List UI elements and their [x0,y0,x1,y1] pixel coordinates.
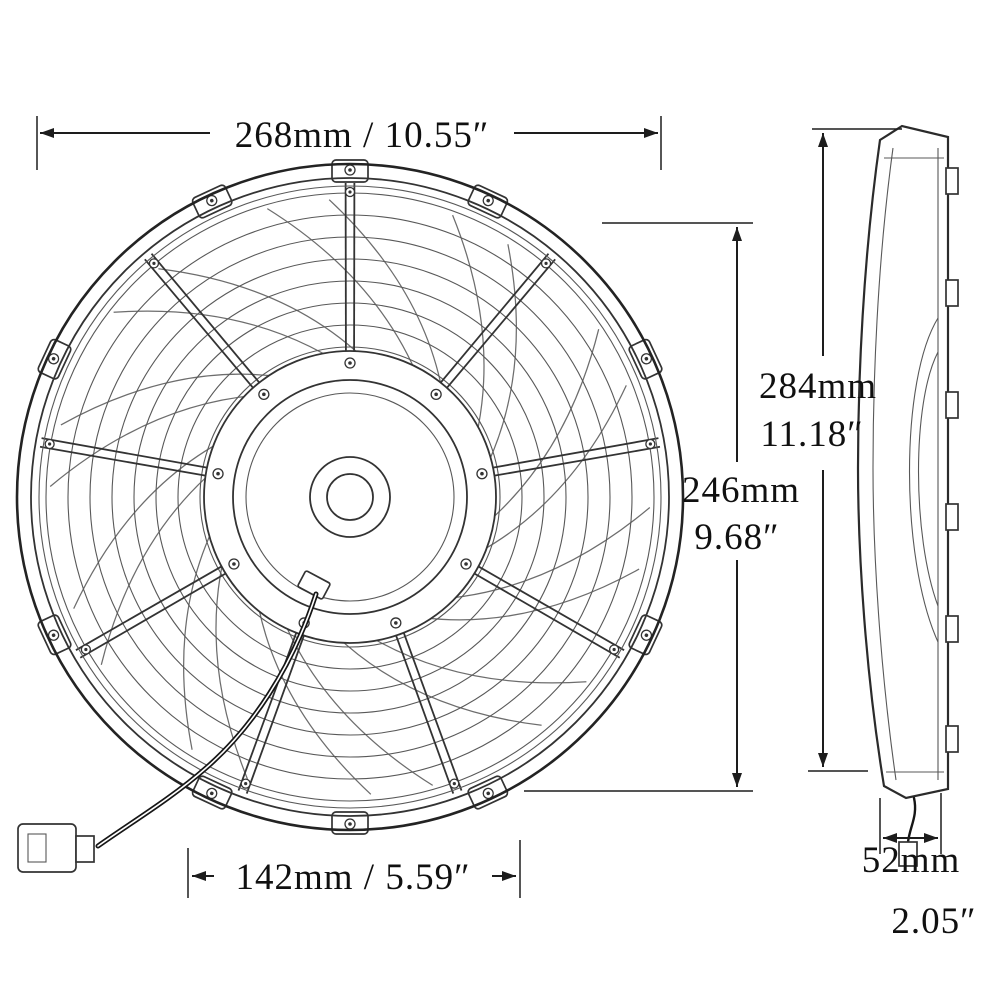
dim-overall-height: 284mm 11.18″ [759,128,902,772]
dim-hub-width: 142mm / 5.59″ [187,840,521,898]
connector-detail [27,833,47,863]
dim-overall-width: 268mm / 10.55″ [36,115,662,170]
fan-side-view [856,124,959,867]
wire-line-highlight [97,593,317,847]
motor-hub [232,379,468,615]
shroud-inner-edge [38,185,662,809]
side-motor-profile-inner [918,351,939,607]
shroud-outer-edge [15,162,685,832]
wire-exit-tab [297,570,331,600]
side-connector [898,841,918,867]
shroud-mid-edge [30,177,670,817]
side-outline [856,124,950,800]
dim-depth-mm-label: 52mm [862,840,961,881]
dim-overall-height-mm-label: 284mm [759,366,877,407]
hub-outer-circle [232,379,468,615]
connector-latch [75,835,95,863]
side-blade-edge [872,147,897,781]
dim-hub-width-label: 142mm / 5.59″ [236,857,471,898]
side-mount-tabs [945,167,959,753]
dim-depth-in-label: 2.05″ [891,901,976,942]
hub-cap-center [326,473,374,521]
hub-cap-ring [309,456,391,538]
dim-overall-height-in-label: 11.18″ [760,414,863,455]
hub-ring [203,350,497,644]
hub-inner-circle [245,392,455,602]
mount-tabs [37,159,663,835]
fan-front-view [15,159,685,873]
side-motor-profile [909,317,939,643]
dim-depth: 52mm 2.05″ [862,793,976,942]
dim-blade-height-mm-label: 246mm [682,470,800,511]
wire-connector [17,823,77,873]
dim-width-label: 268mm / 10.55″ [235,115,490,156]
dim-blade-height-in-label: 9.68″ [694,517,779,558]
side-wire [906,796,917,844]
power-wire [17,591,319,873]
dim-blade-height: 246mm 9.68″ [524,222,800,792]
